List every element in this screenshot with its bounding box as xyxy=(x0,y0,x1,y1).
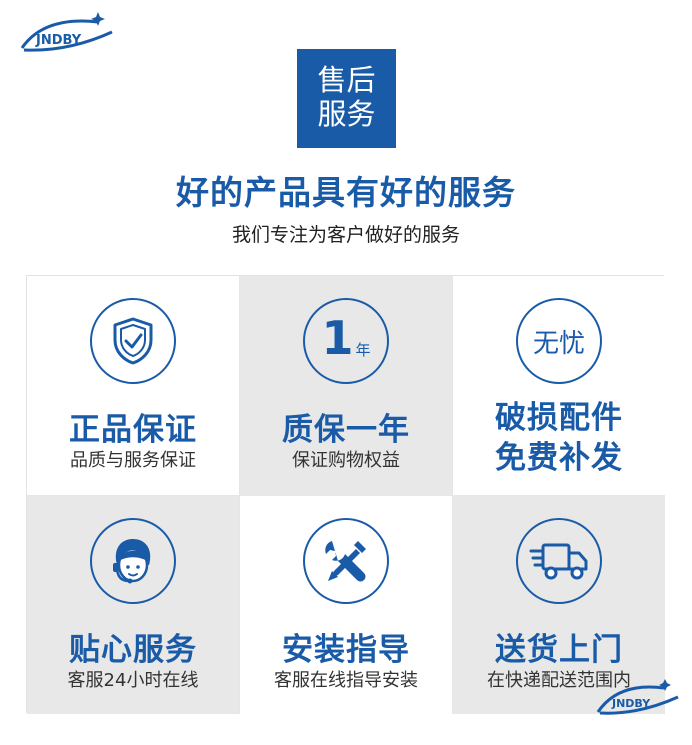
icon-number: 1 xyxy=(321,311,354,365)
worry-free-icon: 无忧 xyxy=(516,298,602,384)
feature-title-line-1: 破损配件 xyxy=(495,400,623,436)
brand-logo-watermark: JNDBY xyxy=(592,676,682,720)
feature-desc: 品质与服务保证 xyxy=(70,450,196,471)
badge-line-1: 售后 xyxy=(317,63,376,97)
feature-installation-guide: 安装指导 客服在线指导安装 xyxy=(240,496,453,714)
feature-title-line-2: 免费补发 xyxy=(495,440,623,476)
feature-desc: 客服24小时在线 xyxy=(67,670,199,691)
icon-unit: 年 xyxy=(355,341,371,359)
feature-desc: 在快递配送范围内 xyxy=(487,670,631,691)
feature-attentive-service: 贴心服务 客服24小时在线 xyxy=(27,496,240,714)
brand-logo: JNDBY xyxy=(14,8,118,58)
feature-desc: 客服在线指导安装 xyxy=(274,670,418,691)
feature-grid: 正品保证 品质与服务保证 1 年 质保一年 保证购物权益 无忧 破损配件 免费补… xyxy=(26,275,665,714)
page-subheadline: 我们专注为客户做好的服务 xyxy=(231,224,460,246)
feature-title: 贴心服务 xyxy=(69,632,197,668)
after-sales-badge: 售后 服务 xyxy=(297,49,396,148)
feature-title: 安装指导 xyxy=(282,632,410,668)
feature-free-parts: 无忧 破损配件 免费补发 xyxy=(453,276,665,496)
brand-logo-text: JNDBY xyxy=(35,33,82,48)
feature-title: 正品保证 xyxy=(69,412,197,448)
feature-genuine-guarantee: 正品保证 品质与服务保证 xyxy=(27,276,240,496)
feature-home-delivery: 送货上门 在快递配送范围内 xyxy=(453,496,665,714)
delivery-truck-icon xyxy=(516,518,602,604)
icon-text: 无忧 xyxy=(532,328,585,359)
page-headline: 好的产品具有好的服务 xyxy=(176,173,516,212)
one-year-icon: 1 年 xyxy=(303,298,389,384)
feature-one-year-warranty: 1 年 质保一年 保证购物权益 xyxy=(240,276,453,496)
feature-title: 送货上门 xyxy=(495,632,623,668)
shield-check-icon xyxy=(90,298,176,384)
wrench-screwdriver-icon xyxy=(303,518,389,604)
brand-logo-text: JNDBY xyxy=(611,697,651,710)
feature-desc: 保证购物权益 xyxy=(292,450,400,471)
customer-service-icon xyxy=(90,518,176,604)
badge-line-2: 服务 xyxy=(317,97,376,131)
feature-title: 破损配件 免费补发 xyxy=(453,398,665,478)
feature-title: 质保一年 xyxy=(282,412,410,448)
